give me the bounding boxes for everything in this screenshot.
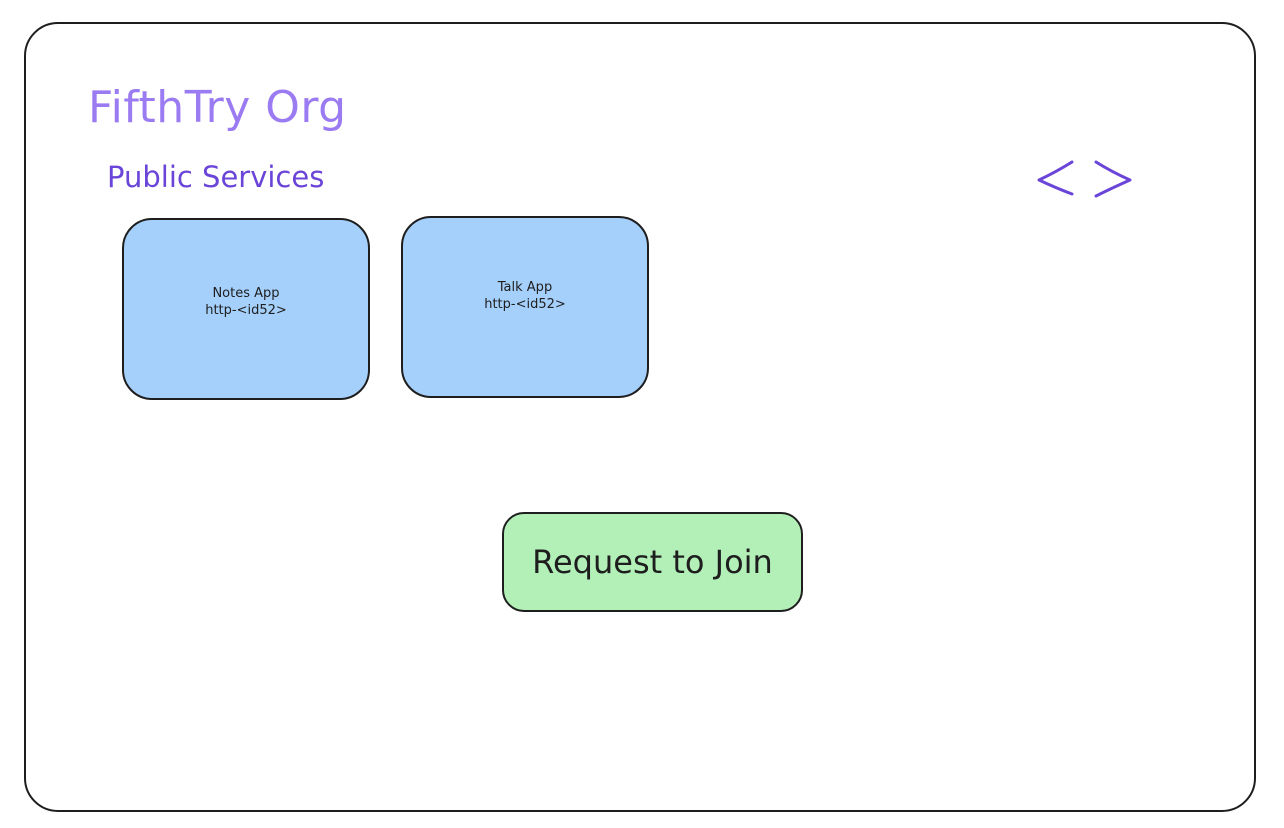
- service-url: http-<id52>: [484, 297, 566, 312]
- request-to-join-button[interactable]: Request to Join: [502, 512, 803, 612]
- section-title-public-services: Public Services: [107, 160, 325, 194]
- chevron-right-icon[interactable]: [1090, 150, 1134, 206]
- service-name: Talk App: [497, 280, 553, 295]
- service-card-talk-app[interactable]: Talk App http-<id52>: [401, 216, 649, 398]
- service-url: http-<id52>: [205, 303, 287, 318]
- service-name: Notes App: [212, 286, 280, 301]
- service-card-notes-app[interactable]: Notes App http-<id52>: [122, 218, 370, 400]
- org-title: FifthTry Org: [88, 82, 347, 133]
- app-frame: [24, 22, 1256, 812]
- chevron-left-icon[interactable]: [1034, 150, 1078, 206]
